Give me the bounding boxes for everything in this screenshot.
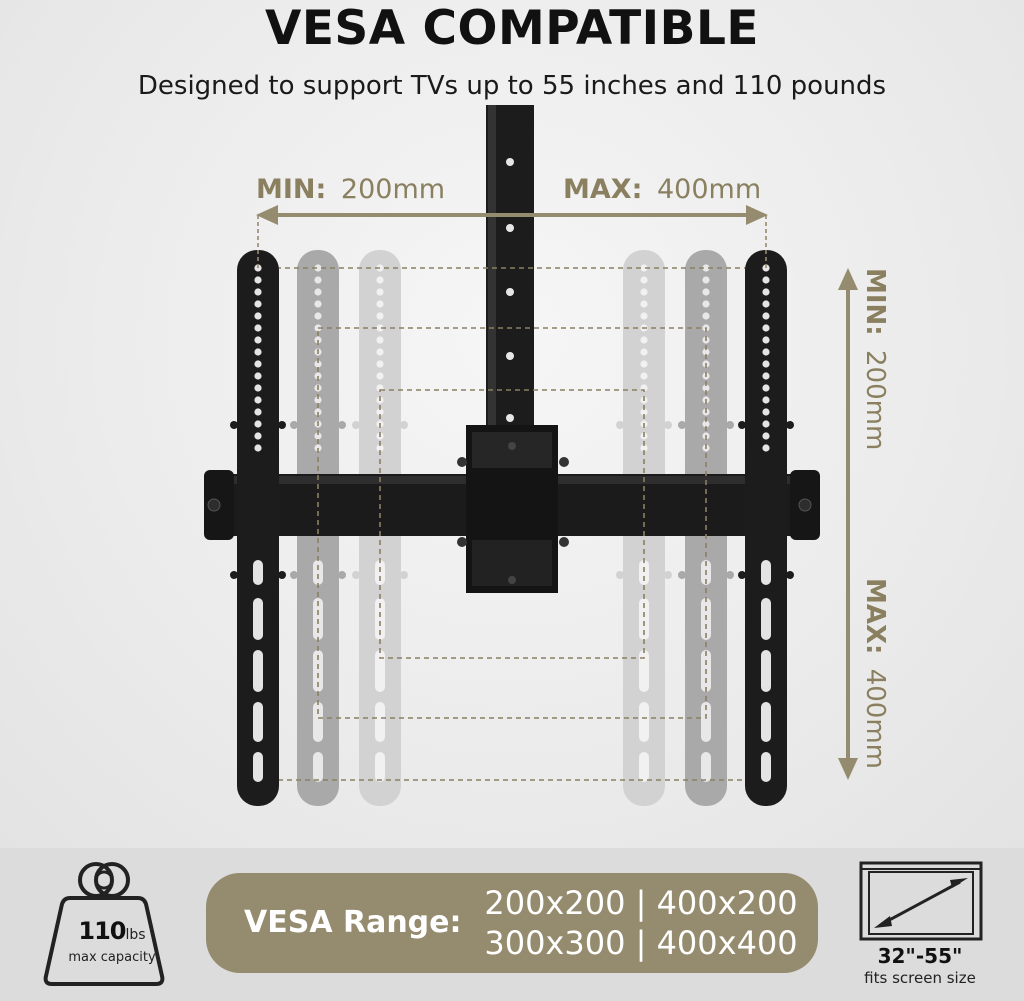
bracket-front-right — [738, 250, 794, 806]
height-max-value: 400mm — [860, 669, 890, 769]
vesa-diagram: MIN: 200mm MAX: 400mm MIN: 200mm MAX: 40… — [204, 105, 890, 806]
ceiling-pole — [486, 105, 534, 435]
height-min-value: 200mm — [860, 350, 890, 450]
vesa-range-line-2: 300x300 | 400x400 — [484, 924, 798, 962]
width-arrow — [256, 205, 768, 268]
pole-hole — [506, 352, 514, 360]
pole-hole — [506, 414, 514, 422]
screen-icon — [859, 861, 983, 941]
weight-value-row: 110lbs — [56, 917, 168, 945]
screen-size: 32"-55" — [877, 944, 963, 968]
svg-text:MIN: 200mm: MIN: 200mm — [860, 268, 890, 450]
svg-text:MAX: 400mm: MAX: 400mm — [860, 578, 890, 769]
weight-icon — [43, 862, 165, 986]
height-min-label: MIN: — [860, 268, 890, 336]
screen-caption: fits screen size — [864, 969, 976, 987]
pole-hole — [506, 288, 514, 296]
svg-text:MAX: 400mm: MAX: 400mm — [563, 174, 761, 205]
width-max-label: MAX: — [563, 174, 642, 205]
weight-caption: max capacity — [68, 950, 156, 965]
weight-value: 110 — [78, 917, 126, 945]
page-title: VESA COMPATIBLE — [264, 1, 760, 56]
vesa-range-values: 200x200 | 400x200 300x300 | 400x400 — [481, 883, 801, 963]
svg-text:MIN: 200mm: MIN: 200mm — [256, 174, 445, 205]
width-min-value: 200mm — [341, 174, 445, 205]
center-clamp — [457, 425, 569, 593]
bracket-front-left — [230, 250, 286, 806]
vesa-range-box: VESA Range: 200x200 | 400x200 300x300 | … — [206, 873, 818, 973]
width-min-label: MIN: — [256, 174, 326, 205]
page-subtitle: Designed to support TVs up to 55 inches … — [137, 71, 887, 101]
pole-hole — [506, 158, 514, 166]
height-max-label: MAX: — [860, 578, 890, 654]
vesa-range-line-1: 200x200 | 400x200 — [484, 884, 798, 922]
front-brackets — [230, 250, 794, 806]
vesa-range-label: VESA Range: — [244, 905, 462, 940]
height-arrow — [838, 268, 858, 780]
weight-unit: lbs — [125, 927, 146, 943]
pole-hole — [506, 224, 514, 232]
width-max-value: 400mm — [657, 174, 761, 205]
